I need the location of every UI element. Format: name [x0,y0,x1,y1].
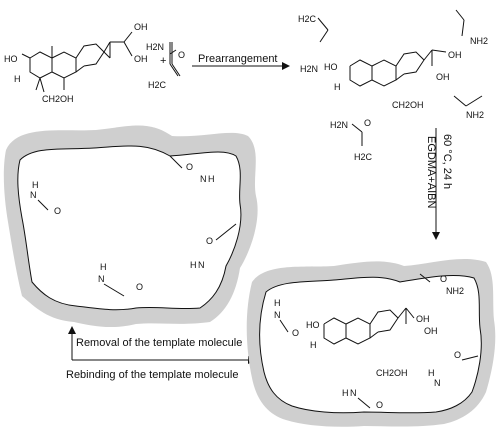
prearrangement-arrow: Prearrangement [192,53,290,70]
conditions-temp-label: 60 °C, 24 h [441,134,453,189]
h2c-label-m1: H2C [298,14,317,24]
empty-imprinted-cavity: H N O O N H O H N H N O [3,125,258,328]
nh2-label-m2: NH2 [470,36,488,46]
h-label-r1: H [274,298,281,308]
h2c-label-m4: H2C [354,152,373,162]
o-label-c1: O [54,206,61,216]
ho-label-bound: HO [306,320,320,330]
n-label-r4: N [350,388,357,398]
h-label-bound: H [310,340,317,350]
n-label-c3: N [198,260,205,270]
oh-label-bound: OH [416,314,430,324]
n-label-r3: N [434,378,441,388]
rebinding-label: Rebinding of the template molecule [66,369,238,381]
ho-label-complex: HO [324,62,338,72]
n-label-c2: N [200,174,207,184]
nh2-label-m3: NH2 [466,110,484,120]
ch2oh-label-bound: CH2OH [376,368,408,378]
h-label-c1: H [32,180,39,190]
h2n-label: H2N [146,42,164,52]
o-label-c4: O [136,282,143,292]
o-label-c3: O [206,236,213,246]
o-label-r3: O [454,350,461,360]
ho-label: HO [4,54,18,64]
o-label-r4: O [376,400,383,410]
h2n-label-m1: H2N [300,64,318,74]
h-label-c2: H [208,174,215,184]
polymerization-arrow: 60 °C, 24 h EGDMA+AIBN [425,128,453,240]
removal-label: Removal of the template molecule [76,337,242,349]
h-label-c4: H [100,262,107,272]
o-label-c2: O [186,162,193,172]
plus-sign: + [160,55,166,67]
oh-label-complex-2: OH [436,72,450,82]
n-label-r1: N [274,310,281,320]
h-label-r3: H [428,368,435,378]
h2c-label: H2C [148,80,167,90]
o-label-r2: O [440,274,447,284]
acrylamide-monomer: H2N O H2C [146,42,185,90]
o-label: O [178,50,185,60]
oh-label-bound-2: OH [424,326,438,336]
n-label-c1: N [30,190,37,200]
h-label: H [14,74,21,84]
template-molecule-reactant: HO H CH2OH OH OH [4,22,148,104]
oh-label-complex: OH [448,50,462,60]
h-label-c3: H [190,260,197,270]
n-label-c4: N [98,274,105,284]
nh2-label-r2: NH2 [446,286,464,296]
prearranged-complex: HO H CH2OH OH OH H2C H2N NH2 NH2 H2N O H… [298,9,488,162]
oh-label: OH [134,22,148,32]
h-label-r4: H [342,388,349,398]
ch2oh-label: CH2OH [42,94,74,104]
prearrangement-label: Prearrangement [198,53,278,65]
h2n-label-m4: H2N [330,120,348,130]
o-label-r1: O [292,328,299,338]
removal-rebinding-arrows: Removal of the template molecule Rebindi… [66,326,256,381]
h-label-complex: H [334,82,341,92]
template-bound-cavity: HO H CH2OH OH OH H N O O NH2 O H N H N O [246,258,496,427]
conditions-reagents-label: EGDMA+AIBN [425,136,437,208]
ch2oh-label-complex: CH2OH [392,100,424,110]
oh-label-2: OH [134,54,148,64]
o-label-m4: O [364,118,371,128]
